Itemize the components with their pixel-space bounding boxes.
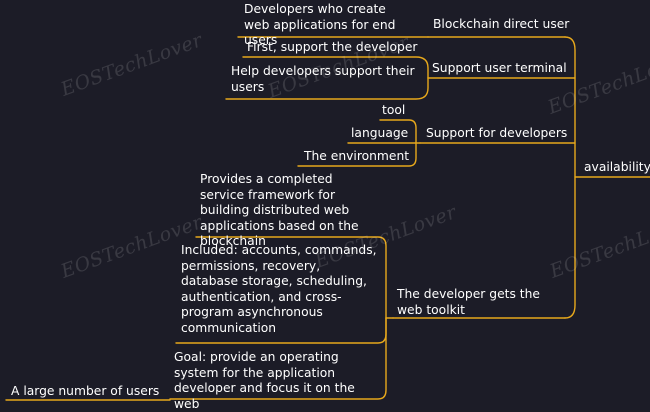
connector-line: [225, 77, 429, 100]
leaf-node[interactable]: A large number of users: [11, 384, 160, 398]
leaf-node[interactable]: Developers who create web applications f…: [244, 2, 396, 47]
leaf-node[interactable]: Help developers support their users: [231, 64, 415, 94]
branch-node[interactable]: The developer gets the web toolkit: [397, 287, 540, 317]
connector-line: [169, 317, 387, 400]
connector-line: [242, 56, 429, 79]
connector-line: [297, 142, 417, 167]
leaf-node[interactable]: language: [351, 126, 409, 140]
leaf-node[interactable]: The environment: [304, 149, 410, 163]
branch-node[interactable]: Blockchain direct user: [433, 17, 570, 31]
leaf-node[interactable]: Included: accounts, commands, permission…: [181, 243, 377, 335]
branch-node[interactable]: Support for developers: [426, 126, 568, 140]
branch-node[interactable]: Support user terminal: [432, 61, 567, 75]
leaf-node[interactable]: tool: [382, 103, 406, 117]
leaf-node[interactable]: Goal: provide an operating system for th…: [174, 350, 355, 411]
connector-line: [195, 236, 387, 319]
connector-line: [564, 36, 576, 319]
root-node[interactable]: availability: [584, 160, 650, 174]
connector-line: [379, 119, 417, 144]
leaf-node[interactable]: First, support the developer: [247, 40, 418, 54]
leaf-node[interactable]: Provides a completed service framework f…: [200, 172, 359, 248]
